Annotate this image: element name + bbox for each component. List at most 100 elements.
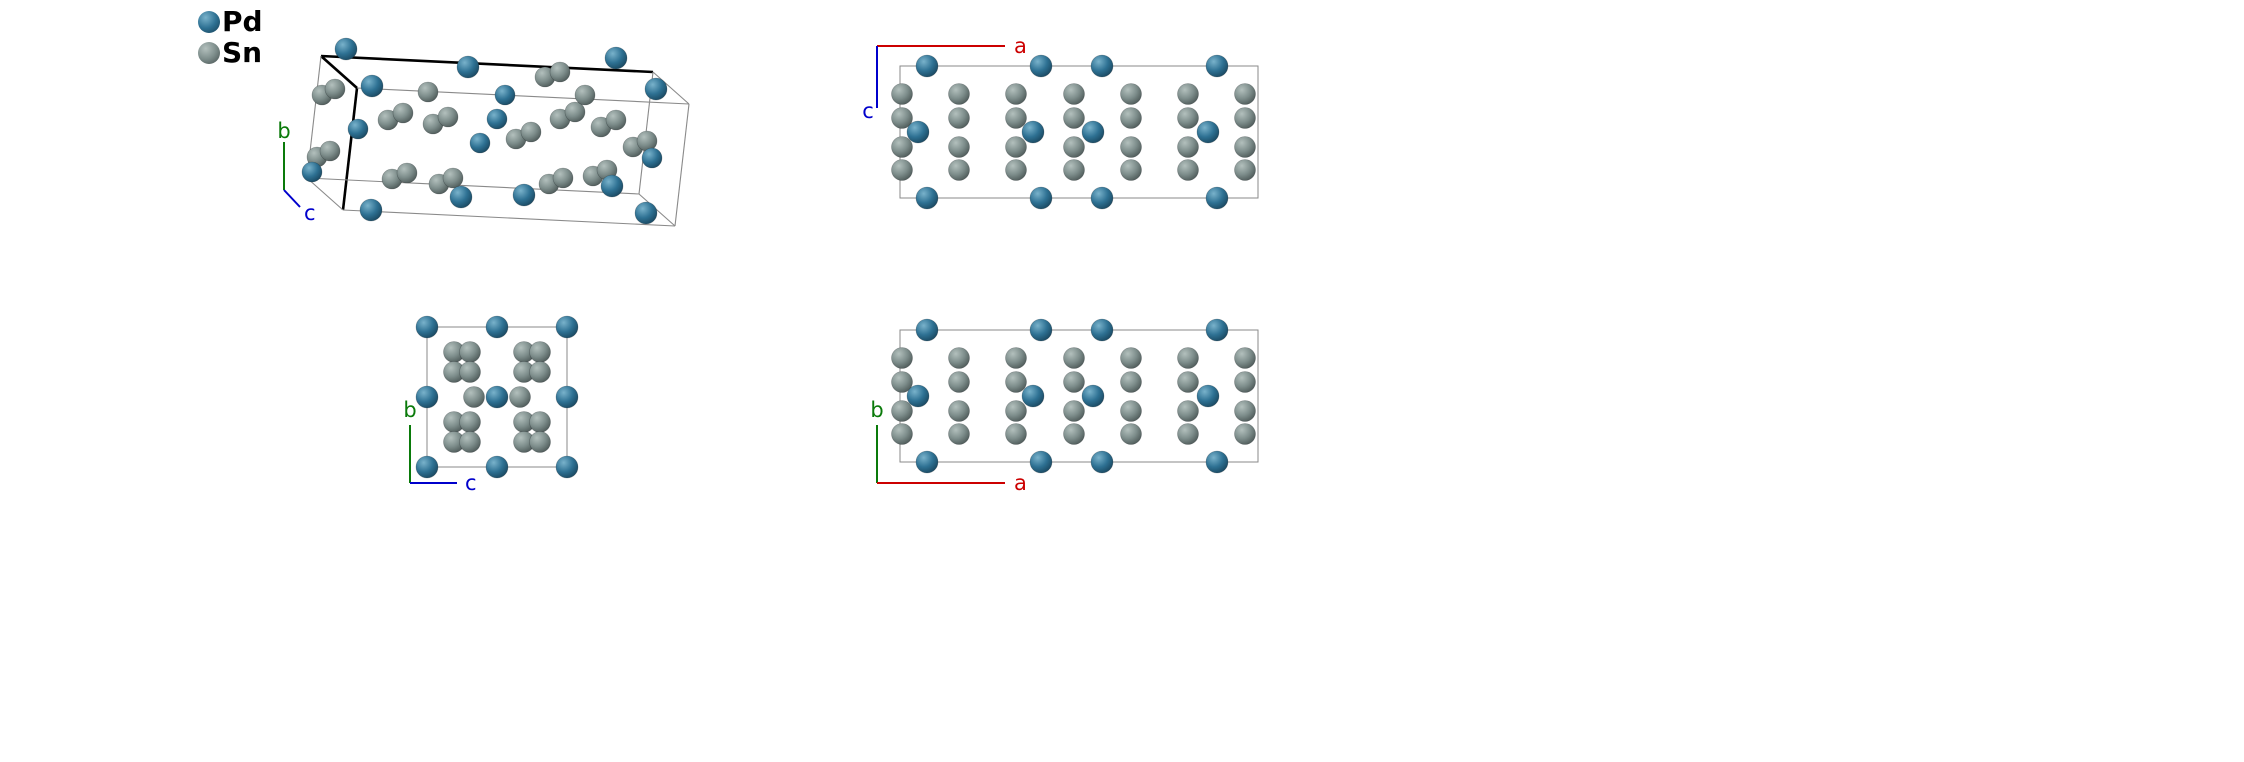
atom-sn [1005, 347, 1027, 369]
atom-sn [459, 361, 481, 383]
atom-pd [555, 315, 579, 339]
atom-sn [1005, 136, 1027, 158]
cell-edge [306, 177, 640, 195]
atom-sn [891, 136, 913, 158]
atom-sn [605, 109, 627, 131]
atom-sn [891, 400, 913, 422]
atom-pd [1021, 120, 1045, 144]
atom-pd [1090, 450, 1114, 474]
atom-sn [520, 121, 542, 143]
atom-sn [948, 400, 970, 422]
atom-sn [529, 411, 551, 433]
atom-pd [555, 385, 579, 409]
atom-pd [456, 55, 480, 79]
axis-c-label: c [465, 471, 477, 495]
atom-pd [486, 108, 508, 130]
legend-label-pd: Pd [222, 5, 263, 38]
unit-cell-border [899, 65, 1259, 199]
atom-pd [600, 174, 624, 198]
atom-pd [1205, 54, 1229, 78]
atom-sn [1177, 423, 1199, 445]
atom-pd [1196, 120, 1220, 144]
cell-edge [341, 87, 359, 211]
cell-edge [652, 71, 690, 105]
atom-sn [529, 431, 551, 453]
atom-pd [334, 37, 358, 61]
atom-sn [1063, 83, 1085, 105]
cell-edge [356, 87, 690, 105]
atom-pd [1205, 318, 1229, 342]
projection-ab: ba [870, 318, 1259, 495]
atom-sn [564, 101, 586, 123]
atom-sn [948, 371, 970, 393]
atom-pd [1029, 54, 1053, 78]
atom-sn [1005, 423, 1027, 445]
atom-sn [1177, 159, 1199, 181]
atom-sn [552, 167, 574, 189]
projection-ac: ac [862, 34, 1259, 210]
atom-pd [915, 186, 939, 210]
cell-edge [320, 54, 654, 74]
atom-pd [1205, 186, 1229, 210]
atom-sn [529, 341, 551, 363]
atom-pd [634, 201, 658, 225]
atom-pd [915, 54, 939, 78]
legend-label-sn: Sn [222, 36, 263, 69]
atom-sn [948, 136, 970, 158]
atom-sn [1063, 136, 1085, 158]
cell-edge [674, 103, 690, 227]
atom-pd [485, 315, 509, 339]
atom-sn [948, 107, 970, 129]
axis-a-label: a [1014, 34, 1027, 58]
legend-item-sn: Sn [198, 39, 263, 67]
atom-sn [437, 106, 459, 128]
atom-pd [644, 77, 668, 101]
atom-sn [442, 167, 464, 189]
atom-pd [915, 318, 939, 342]
axis-b-label: b [870, 398, 883, 422]
atom-sn [891, 423, 913, 445]
atom-pd [915, 450, 939, 474]
atom-sn [1063, 400, 1085, 422]
atom-pd [1205, 450, 1229, 474]
atom-pd [1081, 384, 1105, 408]
atom-sn [1063, 371, 1085, 393]
axis-a-label: a [1014, 471, 1027, 495]
atom-sn [1234, 107, 1256, 129]
atom-sn [948, 159, 970, 181]
atom-sn [1005, 400, 1027, 422]
atom-sn [1234, 371, 1256, 393]
atom-sn [1005, 371, 1027, 393]
atom-sn [1005, 83, 1027, 105]
projection-bc: bc [403, 315, 579, 495]
atom-sn [396, 162, 418, 184]
atom-sn [891, 83, 913, 105]
legend-item-pd: Pd [198, 8, 263, 36]
sn-atom-swatch-icon [198, 42, 220, 64]
atom-sn [1177, 107, 1199, 129]
atom-pd [906, 384, 930, 408]
atom-pd [1081, 120, 1105, 144]
atom-pd [641, 147, 663, 169]
atom-sn [1005, 107, 1027, 129]
atom-sn [1234, 423, 1256, 445]
atom-sn [1063, 347, 1085, 369]
atom-sn [529, 361, 551, 383]
axis-c-label: c [304, 201, 316, 225]
atom-pd [1029, 450, 1053, 474]
atom-sn [319, 140, 341, 162]
axis-c-line [283, 189, 301, 208]
atom-sn [324, 78, 346, 100]
atom-pd [494, 84, 516, 106]
atom-pd [415, 315, 439, 339]
atom-sn [574, 84, 596, 106]
atom-sn [1177, 347, 1199, 369]
atom-pd [1029, 318, 1053, 342]
atom-pd [301, 161, 323, 183]
atom-sn [459, 431, 481, 453]
axis-b-label: b [403, 398, 416, 422]
atom-pd [1090, 186, 1114, 210]
atom-pd [906, 120, 930, 144]
